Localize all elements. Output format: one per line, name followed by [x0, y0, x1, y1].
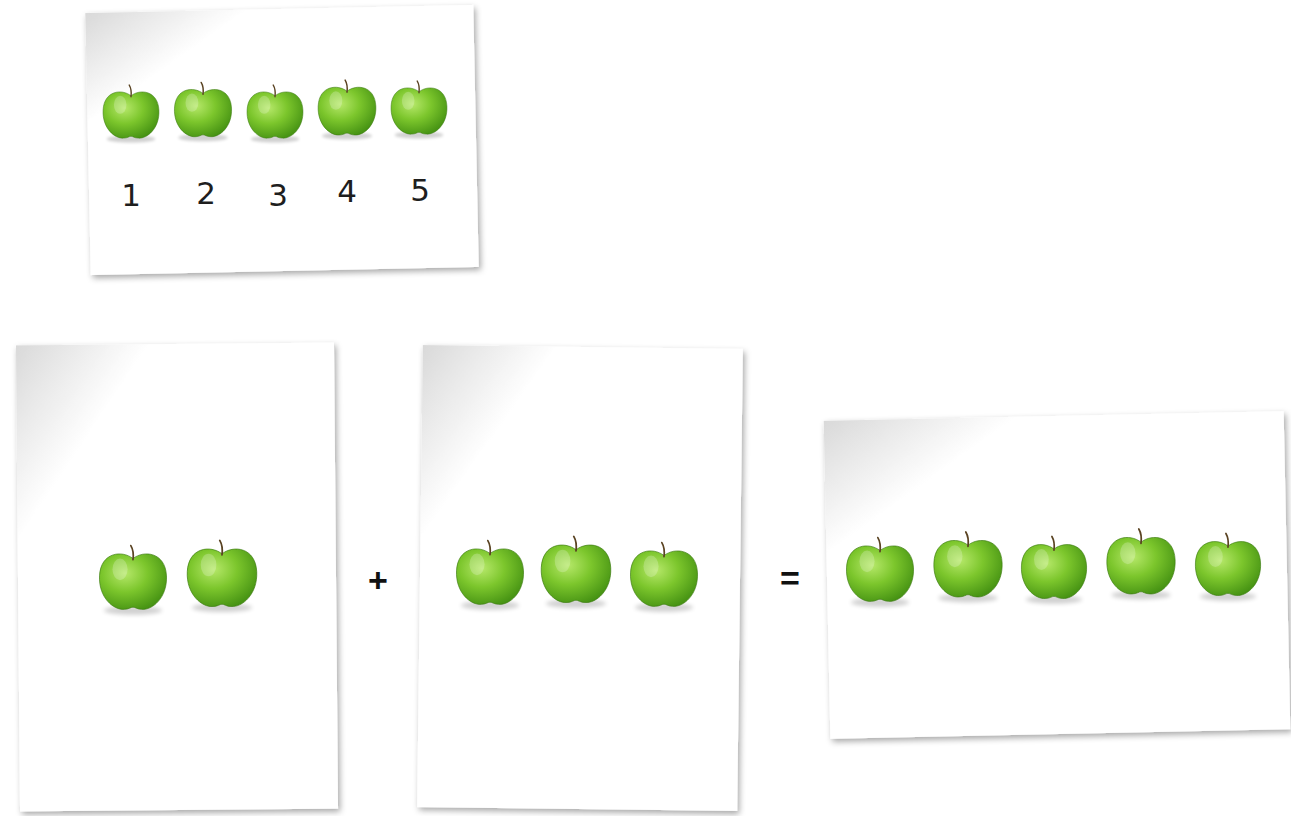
apple	[187, 540, 257, 612]
apple	[541, 536, 611, 608]
count-number: 5	[410, 175, 430, 206]
count-number: 4	[337, 176, 357, 207]
apple	[1021, 537, 1086, 604]
photo-card	[16, 343, 338, 812]
card-background	[85, 5, 478, 275]
apple	[318, 80, 376, 140]
card-background	[417, 345, 743, 811]
apple	[456, 541, 523, 610]
photo-card	[85, 5, 478, 275]
card-background	[16, 343, 338, 812]
apple	[934, 532, 1002, 602]
apple	[174, 82, 231, 141]
apple	[247, 85, 303, 143]
count-number: 2	[196, 178, 216, 209]
apple	[391, 81, 447, 139]
apple	[630, 543, 697, 612]
apple	[1107, 529, 1175, 599]
count-number: 3	[268, 180, 288, 211]
card-background	[824, 411, 1291, 739]
apple	[1195, 534, 1260, 601]
apple	[846, 538, 913, 607]
apple	[103, 85, 159, 143]
apple	[99, 546, 166, 615]
count-number: 1	[121, 180, 141, 211]
math-operator: =	[780, 561, 800, 595]
photo-card	[824, 411, 1291, 739]
math-operator: +	[368, 563, 388, 597]
photo-card	[417, 345, 743, 811]
photo-card: 1 2 3 4 5	[85, 5, 480, 275]
